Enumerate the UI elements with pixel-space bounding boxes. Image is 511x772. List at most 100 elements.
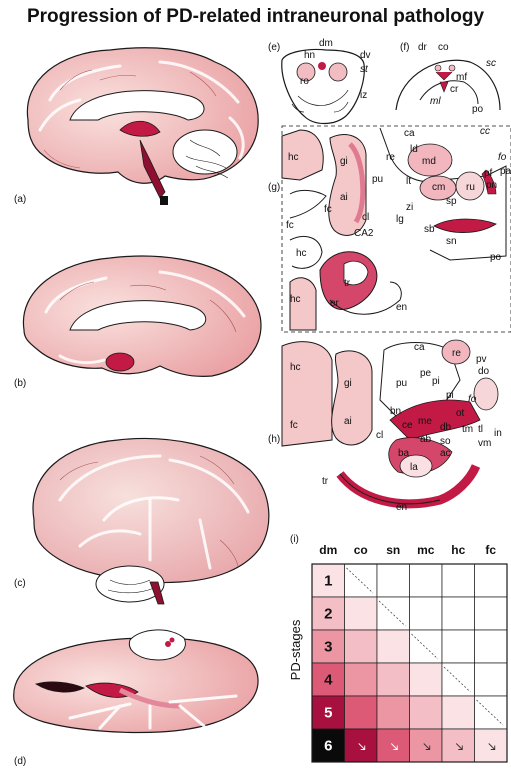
label-g-hc2: hc [296, 248, 307, 259]
brain-ventral-d [14, 630, 258, 733]
label-h-cl: cl [376, 430, 383, 441]
label-h-tm: tm [462, 424, 473, 435]
label-h-fc: fc [290, 420, 298, 431]
label-h-re: re [452, 348, 461, 359]
label-h-hc: hc [290, 362, 301, 373]
nucleus-d2 [170, 638, 175, 643]
brain-medial-b [23, 256, 261, 376]
amygdala-b [106, 353, 134, 371]
label-h-vm: vm [478, 438, 491, 449]
label-h-pi: pi [432, 376, 440, 387]
label-g-cl: cl [362, 212, 369, 223]
panel-label-b: (b) [14, 378, 26, 389]
label-f-mf: mf [456, 72, 467, 83]
label-e-ro: ro [300, 76, 309, 87]
panel-label-g: (g) [268, 182, 280, 193]
table-cell [410, 696, 443, 729]
raphe-f [436, 72, 452, 80]
table-cell [345, 597, 378, 630]
column-header: sn [386, 543, 400, 557]
label-g-sn: sn [446, 236, 457, 247]
column-header: mc [417, 543, 435, 557]
label-g-ca2: CA2 [354, 228, 374, 239]
label-h-pi2: pi [446, 390, 454, 401]
label-h-pe: pe [420, 368, 432, 379]
table-cell [345, 696, 378, 729]
table-cell [345, 564, 378, 597]
panel-label-e: (e) [268, 42, 280, 53]
table-cell [475, 663, 508, 696]
cerebellum-a [173, 130, 237, 174]
label-h-ab: ab [420, 434, 432, 445]
label-h-pu: pu [396, 378, 407, 389]
label-e-hn: hn [304, 50, 315, 61]
dm-nucleus-e [318, 62, 326, 70]
staging-table: dmcosnmchcfc123456 [312, 543, 507, 762]
label-g-lg: lg [396, 214, 404, 225]
label-g-ld: ld [410, 144, 418, 155]
label-f-sc: sc [486, 58, 496, 69]
panel-label-c: (c) [14, 578, 26, 589]
panel-label-f: (f) [400, 42, 409, 53]
pons-outline-f [396, 60, 500, 110]
label-h-ba: ba [398, 448, 410, 459]
insula-region-h [332, 351, 372, 445]
table-cell [442, 696, 475, 729]
section-f [396, 60, 500, 110]
table-cell [475, 564, 508, 597]
table-cell [410, 630, 443, 663]
label-h-ca: ca [414, 342, 425, 353]
column-header: dm [319, 543, 337, 557]
label-e-dv: dv [360, 50, 371, 61]
nucleus-d1 [165, 641, 171, 647]
label-g-gi: gi [340, 156, 348, 167]
column-header: fc [485, 543, 496, 557]
label-g-pn: pn [486, 180, 497, 191]
label-g-cm: cm [432, 182, 445, 193]
label-h-ac: ac [440, 448, 451, 459]
label-e-iz: iz [360, 90, 367, 101]
label-g-cc: cc [480, 126, 490, 137]
table-cell [442, 597, 475, 630]
table-cell [410, 663, 443, 696]
table-cell [475, 597, 508, 630]
label-h-ot: ot [456, 408, 465, 419]
table-cell [377, 630, 410, 663]
panel-label-d: (d) [14, 756, 26, 767]
label-g-ru: ru [466, 182, 475, 193]
section-h [282, 340, 498, 504]
medulla-tip-a [160, 196, 168, 205]
stage-number: 4 [324, 672, 333, 689]
label-h-tr: tr [322, 476, 329, 487]
label-g-ca: ca [404, 128, 415, 139]
label-g-hc3: hc [290, 294, 301, 305]
label-h-bn: bn [390, 406, 401, 417]
label-h-la: la [410, 462, 418, 473]
table-cell [345, 663, 378, 696]
label-h-fo: fo [468, 394, 477, 405]
label-g-md: md [422, 156, 436, 167]
table-cell [410, 597, 443, 630]
stage-number: 5 [324, 705, 332, 722]
medulla-outline-e [282, 49, 365, 123]
label-g-pa: pa [500, 166, 511, 177]
label-h-en: en [396, 502, 407, 513]
sn-nucleus-g [434, 219, 496, 233]
label-g-en: en [396, 302, 407, 313]
table-cell [475, 696, 508, 729]
panel-label-i: (i) [290, 534, 299, 545]
label-g-pu: pu [372, 174, 383, 185]
stage-number: 3 [324, 639, 332, 656]
table-cell [442, 564, 475, 597]
label-g-zi: zi [406, 202, 413, 213]
label-g-er: er [330, 298, 340, 309]
label-h-in: in [494, 428, 502, 439]
stage-number: 6 [324, 738, 332, 755]
panel-label-h: (h) [268, 434, 280, 445]
label-g-re: re [386, 152, 395, 163]
table-cell [377, 663, 410, 696]
table-cell [377, 696, 410, 729]
label-h-do: do [478, 366, 490, 377]
label-g-sb: sb [424, 224, 435, 235]
